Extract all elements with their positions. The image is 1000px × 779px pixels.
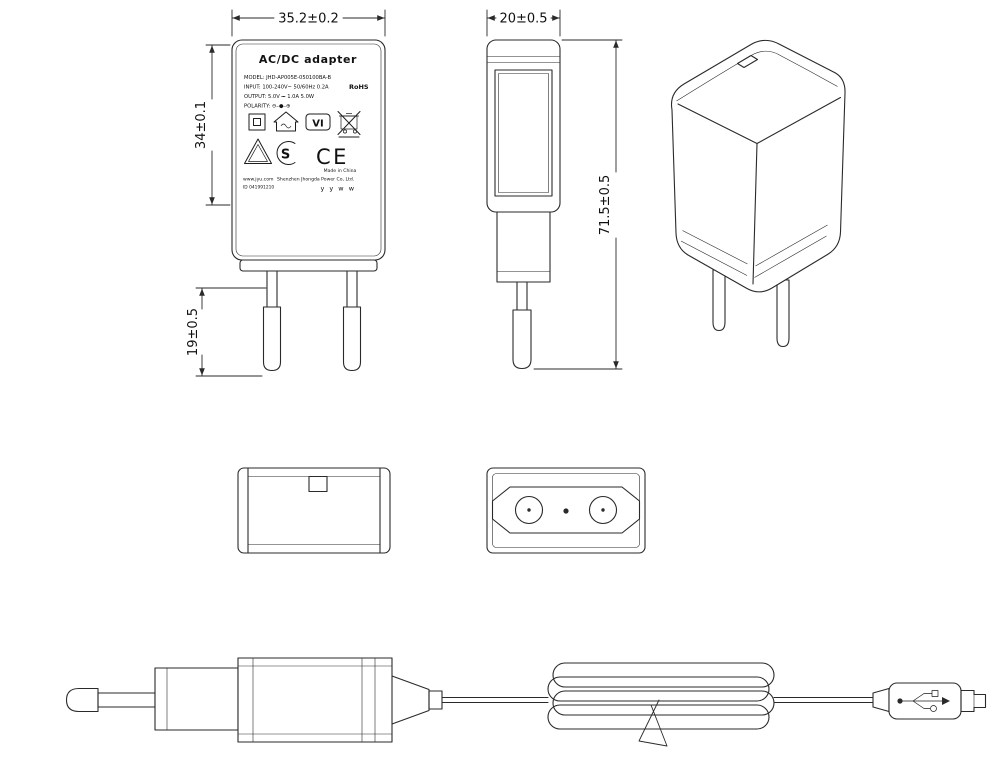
cable-coil-loop bbox=[547, 704, 770, 730]
dim-pin-length-label: 19±0.5 bbox=[186, 308, 201, 356]
cable-plug-pin-tip bbox=[65, 687, 99, 713]
side-pin bbox=[516, 281, 528, 311]
rohs-mark: RoHS bbox=[349, 83, 369, 91]
center-dot bbox=[563, 508, 569, 514]
dim-overall-height-label: 71.5±0.5 bbox=[598, 175, 613, 236]
side-pin-tip bbox=[512, 309, 532, 370]
strain-relief bbox=[391, 675, 430, 725]
label-id: ID 041991210 bbox=[243, 185, 274, 191]
dimension-side-depth: 20±0.5 bbox=[486, 9, 561, 37]
label-output: OUTPUT: 5.0V ⎓ 1.0A 5.0W bbox=[244, 94, 314, 100]
side-view bbox=[486, 39, 561, 370]
usb-port-notch bbox=[736, 54, 759, 69]
weee-bin-icon bbox=[337, 111, 361, 138]
tuv-icon bbox=[244, 138, 272, 164]
connector-boot bbox=[872, 687, 890, 713]
cable-assembly bbox=[65, 657, 987, 747]
pin-circle-right bbox=[588, 495, 618, 525]
s-mark-icon: S bbox=[276, 141, 296, 165]
dimension-pin-length: 19±0.5 bbox=[186, 287, 267, 377]
front-left-pin bbox=[266, 270, 278, 308]
label-title: AC/DC adapter bbox=[259, 53, 357, 66]
usb-port-slot bbox=[308, 475, 328, 493]
label-polarity: POLARITY: ⊖–●–⊕ bbox=[244, 104, 290, 110]
pin-circle-left bbox=[514, 495, 544, 525]
front-left-pin-tip bbox=[262, 306, 282, 372]
indoor-use-icon bbox=[273, 111, 299, 132]
label-input: INPUT: 100-240V~ 50/60Hz 0.2A bbox=[244, 85, 329, 91]
efficiency-vi-icon: VI bbox=[305, 113, 331, 131]
dimension-overall-height: 71.5±0.5 bbox=[533, 39, 623, 370]
usb-metal-tip bbox=[960, 689, 987, 713]
cable-coil-loop bbox=[547, 676, 770, 702]
front-view bbox=[231, 39, 386, 372]
label-website: www.jyu.com bbox=[243, 177, 274, 183]
dim-label-height-label: 34±0.1 bbox=[194, 101, 209, 149]
cable-coil-loop bbox=[552, 662, 775, 688]
usb-icon bbox=[897, 690, 950, 712]
plug-face-outline bbox=[491, 486, 641, 534]
efficiency-vi-label: VI bbox=[312, 119, 323, 130]
cable-adapter-body bbox=[237, 657, 393, 743]
perspective-left-pin bbox=[712, 269, 726, 332]
label-date-code: y y w w bbox=[320, 185, 355, 193]
label-company: Shenzhen Jhongda Power Co, Ltd. bbox=[277, 177, 354, 183]
perspective-view bbox=[670, 39, 846, 348]
label-made-in: Made in China bbox=[324, 168, 357, 174]
dim-front-width-label: 35.2±0.2 bbox=[278, 12, 339, 27]
bottom-view bbox=[237, 467, 391, 554]
cable-tie bbox=[638, 699, 668, 747]
perspective-right-pin bbox=[776, 279, 790, 348]
dim-side-depth-label: 20±0.5 bbox=[499, 12, 547, 27]
ce-mark: CE bbox=[316, 145, 349, 169]
cable-coil-loop bbox=[552, 690, 775, 716]
dimension-front-width: 35.2±0.2 bbox=[231, 9, 386, 37]
front-right-pin-tip bbox=[342, 306, 362, 372]
top-view bbox=[486, 467, 646, 554]
s-mark-letter: S bbox=[281, 148, 290, 163]
label-model: MODEL: JHD-AP005E-050100BA-B bbox=[244, 75, 332, 81]
front-right-pin bbox=[346, 270, 358, 308]
dimension-label-height: 34±0.1 bbox=[194, 44, 231, 206]
class-ii-icon bbox=[248, 113, 266, 131]
adapter-label: AC/DC adapter MODEL: JHD-AP005E-050100BA… bbox=[243, 53, 369, 193]
